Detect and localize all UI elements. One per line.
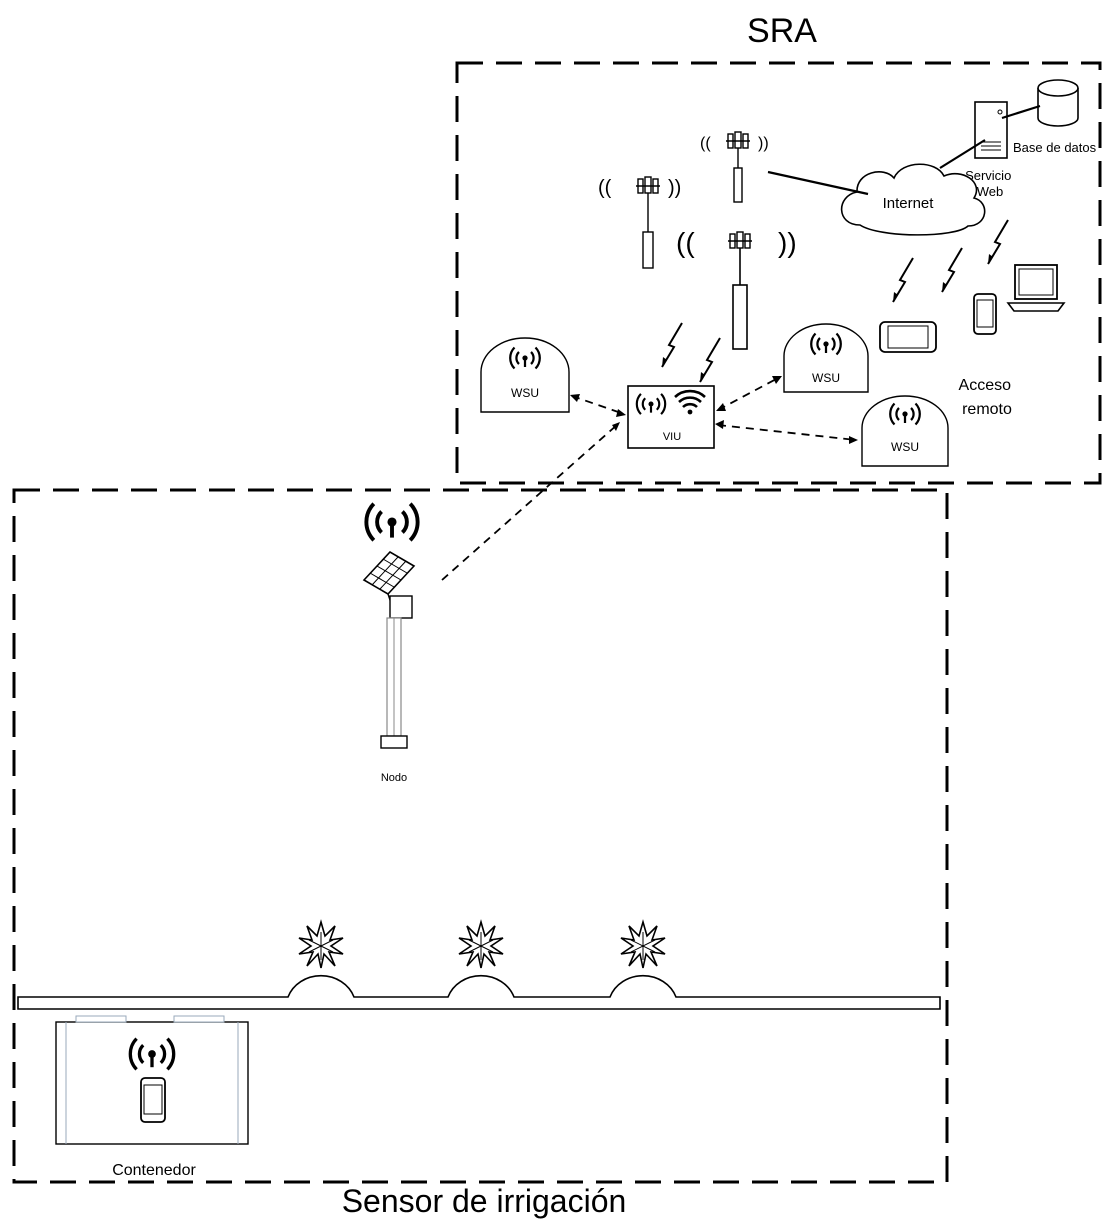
svg-text:((: (( — [598, 177, 612, 199]
remote-access-label-line-2: remoto — [962, 401, 1012, 418]
container — [56, 1016, 248, 1144]
remote-access-label: Acceso remoto — [959, 377, 1016, 418]
smartphone-icon — [974, 294, 996, 334]
internet-label: Internet — [883, 195, 935, 212]
wireless-link-icon — [700, 338, 720, 382]
plant-icon — [621, 922, 665, 968]
wireless-signal-icon — [366, 504, 417, 540]
web-service-label-line-2: Web — [977, 184, 1004, 199]
tablet-icon — [880, 322, 936, 352]
svg-text:)): )) — [758, 135, 769, 152]
laptop-icon — [1008, 265, 1064, 311]
viu-device: VIU — [628, 386, 714, 448]
wsu-bottom-right: WSU — [862, 396, 948, 466]
wireless-link-icon — [662, 323, 682, 367]
wireless-link-icon — [893, 258, 913, 302]
sra-title: SRA — [747, 12, 817, 50]
node-label: Nodo — [381, 772, 407, 784]
wireless-link-icon — [942, 248, 962, 292]
wireless-link-icon — [988, 220, 1008, 264]
smartphone-icon — [141, 1078, 165, 1122]
ground-strip — [18, 976, 940, 1009]
database-icon — [1038, 80, 1078, 126]
server-icon — [975, 102, 1007, 158]
database-label: Base de datos — [1013, 140, 1097, 155]
tower-internet-link — [768, 172, 868, 194]
cell-tower-icon: (( )) — [700, 132, 769, 202]
remote-access-label-line-1: Acceso — [959, 377, 1012, 394]
cell-tower-icon: (( )) — [598, 177, 681, 268]
wsu-top-right: WSU — [784, 324, 868, 392]
wsu-top-right-label: WSU — [812, 371, 840, 385]
plant-icon — [299, 922, 343, 968]
svg-text:)): )) — [668, 177, 681, 199]
viu-label: VIU — [663, 431, 681, 443]
plant-icon — [459, 922, 503, 968]
cell-tower-icon: (( )) — [676, 227, 797, 349]
svg-text:((: (( — [700, 135, 711, 152]
irrigation-title: Sensor de irrigación — [342, 1183, 627, 1219]
node-station — [364, 504, 418, 748]
wsu-left-label: WSU — [511, 386, 539, 400]
svg-text:((: (( — [676, 227, 695, 258]
wsu-left: WSU — [481, 338, 569, 412]
container-label: Contenedor — [112, 1162, 196, 1179]
wsu-bottom-right-label: WSU — [891, 440, 919, 454]
solar-panel-icon — [364, 552, 414, 594]
svg-text:)): )) — [778, 227, 797, 258]
